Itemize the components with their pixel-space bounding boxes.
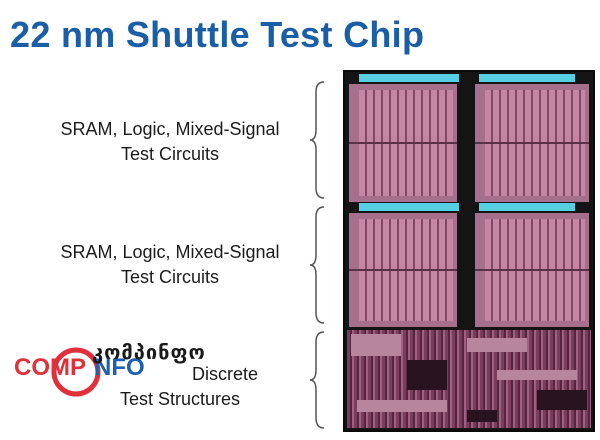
compinfo-logo: COMP NFO კომპინფო <box>14 340 224 400</box>
section-label-line2: Test Structures <box>119 389 241 409</box>
die-cyan-strip <box>359 203 459 211</box>
curly-brace-icon <box>310 206 325 324</box>
die-discrete-region <box>347 330 591 428</box>
section-label-line2: Test Circuits <box>120 267 219 287</box>
die-cyan-strip <box>479 203 575 211</box>
logo-text-nfo: NFO <box>94 354 145 381</box>
die-cyan-strip <box>479 74 575 82</box>
die-block <box>349 213 457 327</box>
die-block <box>475 84 589 202</box>
section-label-line2: Test Circuits <box>120 144 219 164</box>
section-label-line1: SRAM, Logic, Mixed-Signal <box>60 119 280 139</box>
section-label-line1: SRAM, Logic, Mixed-Signal <box>60 242 280 262</box>
logo-georgian-text: კომპინფო <box>92 340 206 364</box>
logo-text-comp: COMP <box>14 354 86 381</box>
section-label-top: SRAM, Logic, Mixed-Signal Test Circuits <box>25 117 315 167</box>
slide-title: 22 nm Shuttle Test Chip <box>10 14 425 55</box>
die-block <box>349 84 457 202</box>
die-block <box>475 213 589 327</box>
logo-ring-icon <box>51 347 101 397</box>
section-label-middle: SRAM, Logic, Mixed-Signal Test Circuits <box>25 240 315 290</box>
curly-brace-icon <box>310 81 325 199</box>
section-label-bottom: Discrete Test Structures <box>0 362 270 412</box>
curly-brace-icon <box>310 331 325 429</box>
section-label-line1: Discrete <box>191 364 258 384</box>
die-cyan-strip <box>359 74 459 82</box>
die-photo <box>343 70 595 432</box>
